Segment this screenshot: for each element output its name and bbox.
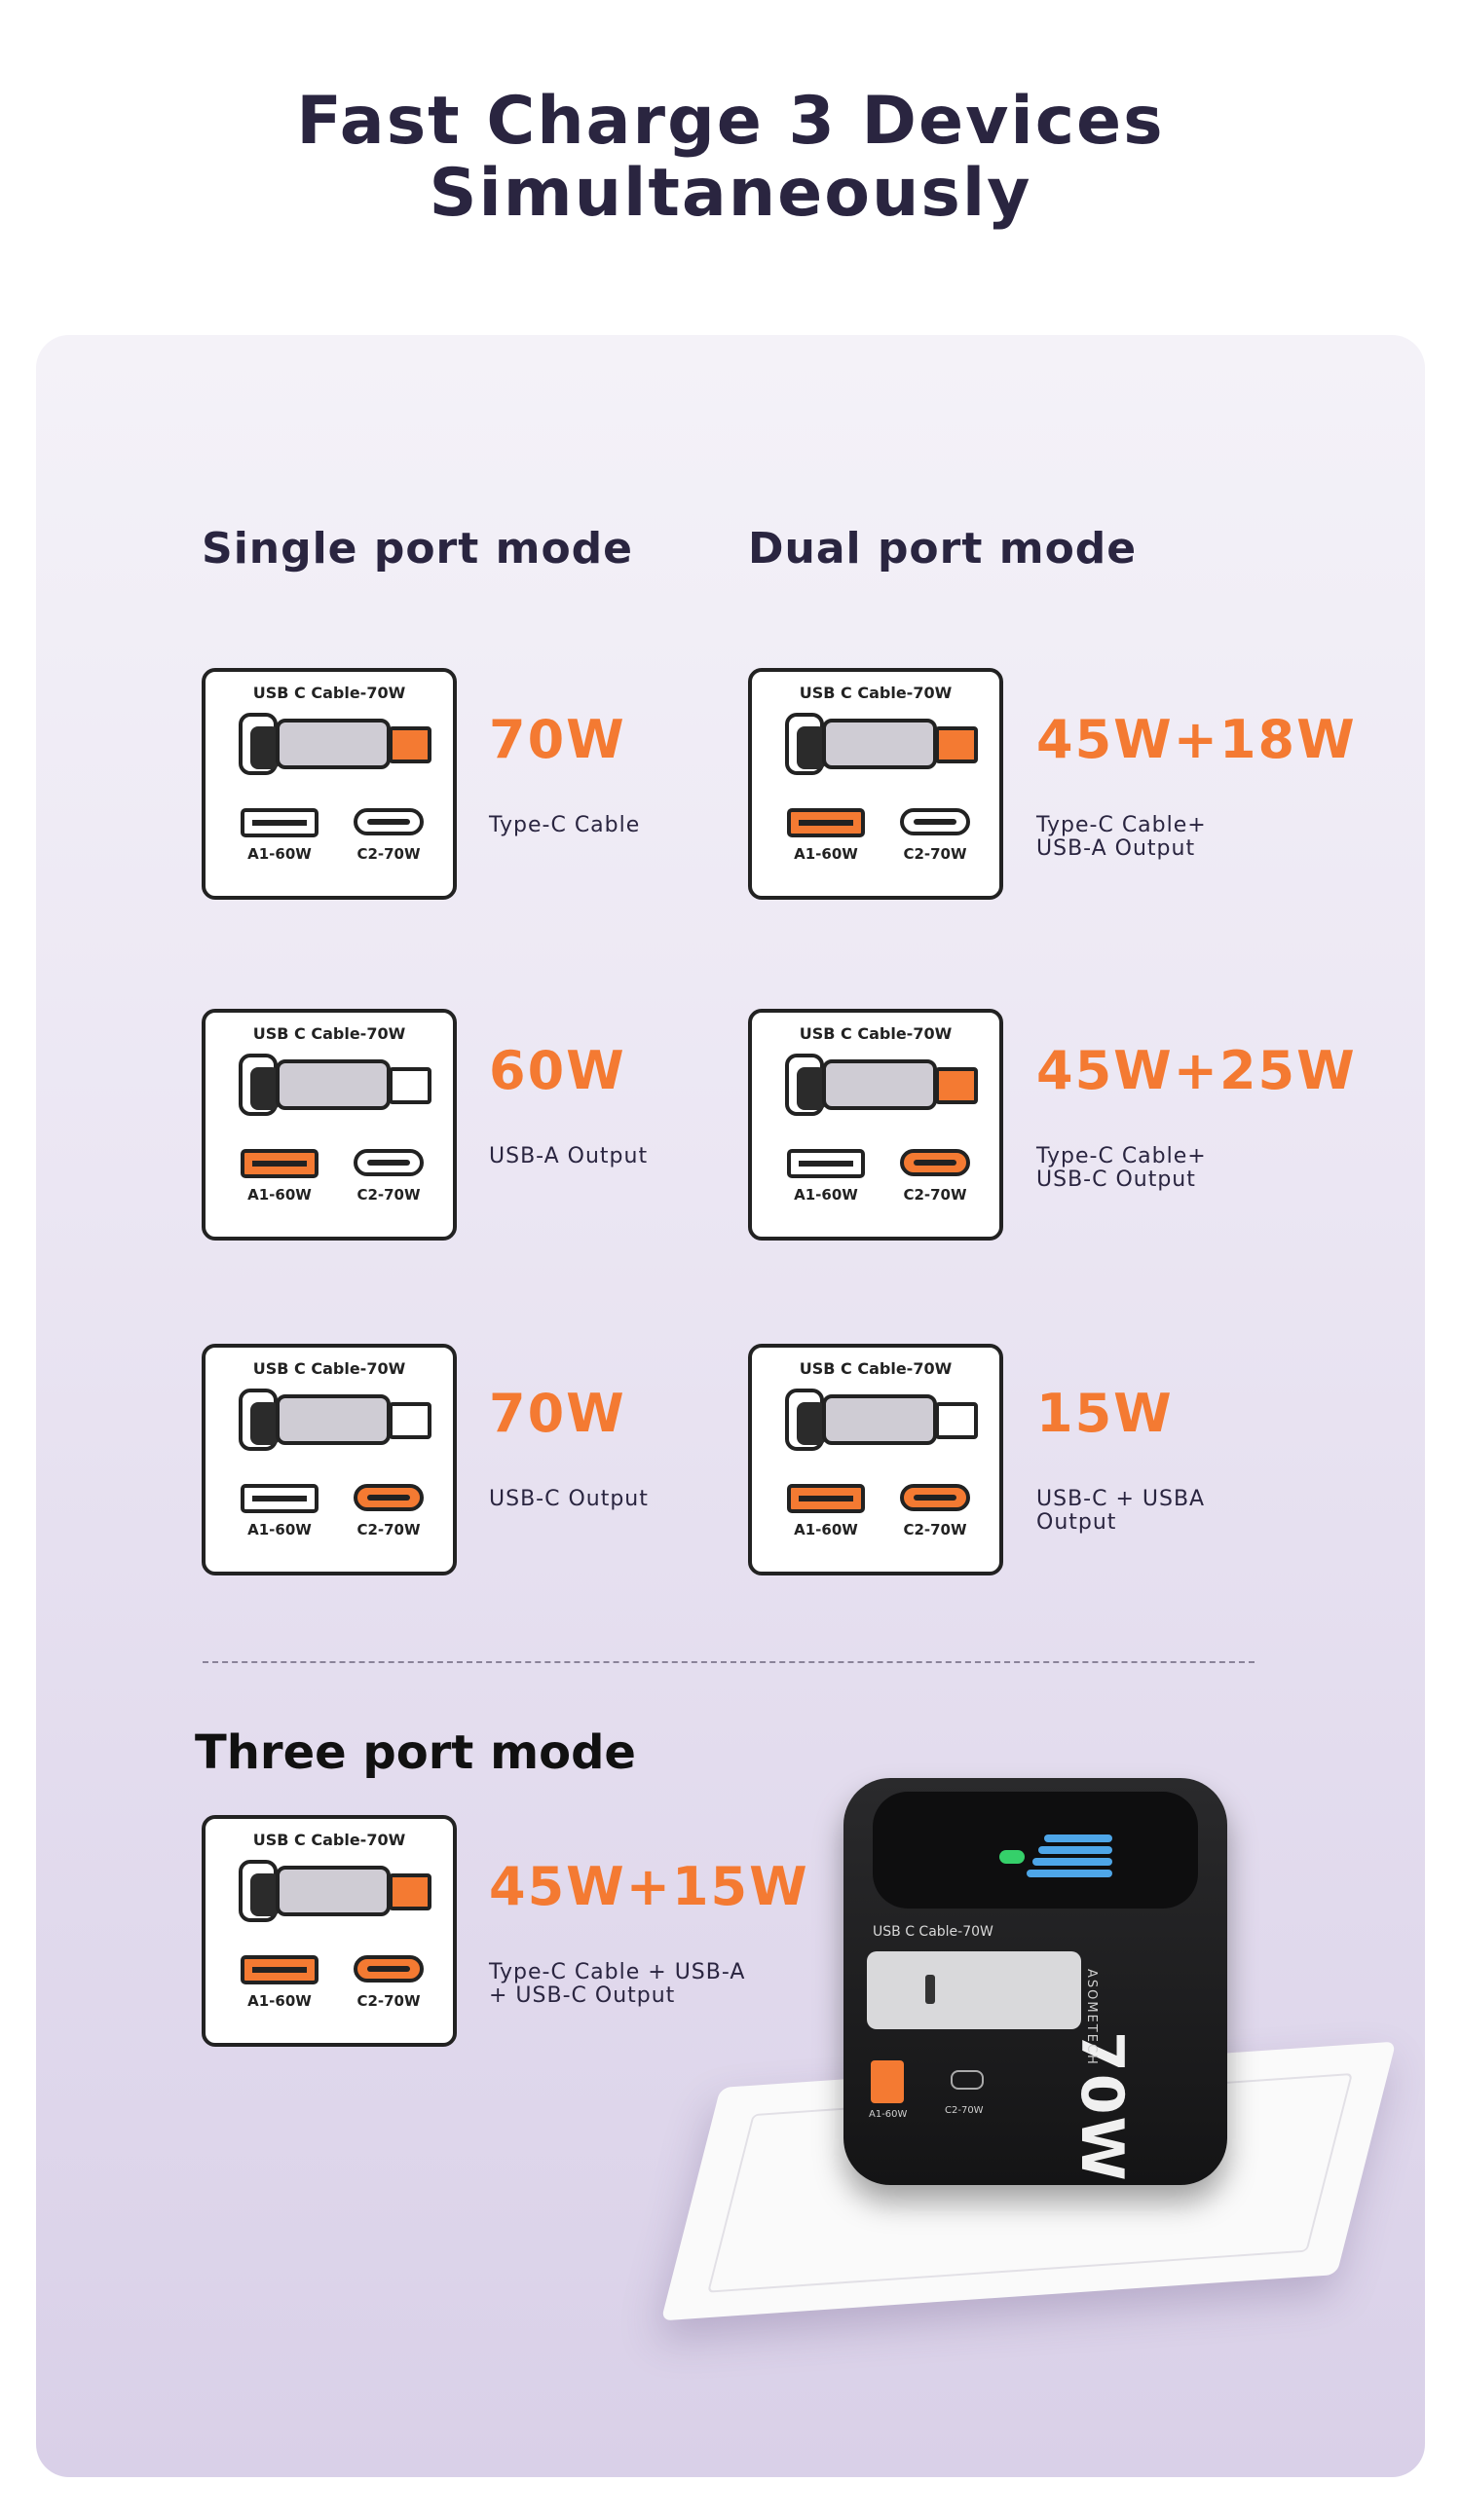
port-a-label: A1-60W xyxy=(794,1521,858,1538)
three-port-desc: Type-C Cable + USB-A + USB-C Output xyxy=(489,1961,745,2008)
cable-icon xyxy=(785,713,980,775)
charger-brand: ASOMETECH xyxy=(1084,1969,1099,2066)
port-c-label: C2-70W xyxy=(903,1521,967,1538)
mode-desc: Type-C Cable+ USB-C Output xyxy=(1036,1145,1207,1192)
mode-desc-line: USB-C Output xyxy=(1036,1167,1196,1192)
usb-c-port-icon xyxy=(900,1484,970,1511)
cable-icon xyxy=(239,713,433,775)
cable-label: USB C Cable-70W xyxy=(799,684,953,702)
usb-c-port-icon xyxy=(354,808,424,835)
mode-card-three-port: USB C Cable-70W A1-60W C2-70W xyxy=(202,1815,457,2047)
mode-desc-line: Type-C Cable+ xyxy=(1036,813,1207,837)
charger-port-c-label: C2-70W xyxy=(945,2105,984,2116)
usb-c-port-icon xyxy=(354,1149,424,1176)
page-title: Fast Charge 3 Devices Simultaneously xyxy=(0,86,1461,230)
port-a-label: A1-60W xyxy=(247,1186,312,1204)
mode-desc: USB-C Output xyxy=(489,1488,649,1511)
mode-card-single-cable: USB C Cable-70W A1-60W C2-70W xyxy=(202,668,457,900)
usb-a-port-icon xyxy=(241,1484,318,1513)
mode-watt: 70W xyxy=(489,1383,626,1444)
port-a-label: A1-60W xyxy=(794,845,858,863)
mode-desc-line: USB-A Output xyxy=(1036,836,1196,861)
mode-card-single-usb-a: USB C Cable-70W A1-60W C2-70W xyxy=(202,1009,457,1241)
mode-card-dual-cable-c: USB C Cable-70W A1-60W C2-70W xyxy=(748,1009,1003,1241)
mode-card-dual-a-c: USB C Cable-70W A1-60W C2-70W xyxy=(748,1344,1003,1575)
cable-label: USB C Cable-70W xyxy=(252,1359,406,1378)
usb-a-port-icon xyxy=(787,1484,865,1513)
cable-icon xyxy=(239,1860,433,1922)
cable-label: USB C Cable-70W xyxy=(252,1024,406,1043)
cable-label: USB C Cable-70W xyxy=(252,1831,406,1849)
mode-desc-line: Output xyxy=(1036,1510,1117,1535)
charger-port-a-label: A1-60W xyxy=(869,2109,908,2120)
charger-usb-c-port-icon xyxy=(951,2070,984,2090)
port-c-label: C2-70W xyxy=(903,1186,967,1204)
cable-icon xyxy=(785,1054,980,1116)
cable-label: USB C Cable-70W xyxy=(799,1359,953,1378)
mode-desc: USB-A Output xyxy=(489,1145,648,1168)
section-divider xyxy=(203,1661,1255,1663)
port-c-label: C2-70W xyxy=(356,845,421,863)
charger-display xyxy=(873,1792,1198,1909)
mode-desc-line: Type-C Cable+ xyxy=(1036,1144,1207,1168)
cable-icon xyxy=(785,1389,980,1451)
port-a-label: A1-60W xyxy=(247,845,312,863)
charger-watt-logo: 70W xyxy=(1068,2031,1136,2183)
cable-icon xyxy=(239,1054,433,1116)
usb-a-port-icon xyxy=(787,1149,865,1178)
usb-a-port-icon xyxy=(241,1955,318,1984)
mode-card-dual-cable-a: USB C Cable-70W A1-60W C2-70W xyxy=(748,668,1003,900)
port-a-label: A1-60W xyxy=(247,1521,312,1538)
mode-watt: 45W+25W xyxy=(1036,1040,1357,1101)
port-c-label: C2-70W xyxy=(903,845,967,863)
charger-usb-a-port-icon xyxy=(871,2060,904,2103)
cable-label: USB C Cable-70W xyxy=(799,1024,953,1043)
mode-watt: 45W+18W xyxy=(1036,709,1357,770)
port-c-label: C2-70W xyxy=(356,1186,421,1204)
single-port-heading: Single port mode xyxy=(202,524,634,574)
title-line-2: Simultaneously xyxy=(429,155,1032,232)
mode-desc-line: USB-A Output xyxy=(489,1144,649,1168)
mode-desc: USB-C + USBA Output xyxy=(1036,1488,1205,1535)
port-c-label: C2-70W xyxy=(356,1521,421,1538)
mode-desc: Type-C Cable+ USB-A Output xyxy=(1036,814,1207,861)
mode-desc-line: Type-C Cable xyxy=(489,813,641,837)
mode-watt: 15W xyxy=(1036,1383,1174,1444)
battery-indicator-icon xyxy=(999,1850,1025,1864)
usb-a-port-icon xyxy=(241,808,318,837)
mode-desc-line: USB-C Output xyxy=(489,1487,649,1511)
title-line-1: Fast Charge 3 Devices xyxy=(296,83,1165,160)
mode-desc: Type-C Cable xyxy=(489,814,640,837)
mode-watt: 60W xyxy=(489,1040,626,1101)
port-a-label: A1-60W xyxy=(247,1992,312,2010)
port-c-label: C2-70W xyxy=(356,1992,421,2010)
charger-cable-label: USB C Cable-70W xyxy=(873,1924,993,1940)
mode-desc-line: + USB-C Output xyxy=(489,1983,676,2008)
three-port-heading: Three port mode xyxy=(195,1725,636,1780)
cable-icon xyxy=(239,1389,433,1451)
charger-cable-icon xyxy=(867,1951,1081,2029)
usb-c-port-icon xyxy=(900,1149,970,1176)
dual-port-heading: Dual port mode xyxy=(748,524,1138,574)
usb-c-port-icon xyxy=(354,1955,424,1983)
three-port-watt: 45W+15W xyxy=(489,1856,809,1917)
usb-a-port-icon xyxy=(787,808,865,837)
mode-desc-line: USB-C + USBA xyxy=(1036,1487,1206,1511)
usb-a-port-icon xyxy=(241,1149,318,1178)
mode-card-single-usb-c: USB C Cable-70W A1-60W C2-70W xyxy=(202,1344,457,1575)
mode-desc-line: Type-C Cable + USB-A xyxy=(489,1960,746,1984)
port-a-label: A1-60W xyxy=(794,1186,858,1204)
cable-label: USB C Cable-70W xyxy=(252,684,406,702)
charger-product-image: USB C Cable-70W A1-60W C2-70W 70W ASOMET… xyxy=(843,1778,1227,2185)
usb-c-port-icon xyxy=(354,1484,424,1511)
mode-watt: 70W xyxy=(489,709,626,770)
usb-c-port-icon xyxy=(900,808,970,835)
